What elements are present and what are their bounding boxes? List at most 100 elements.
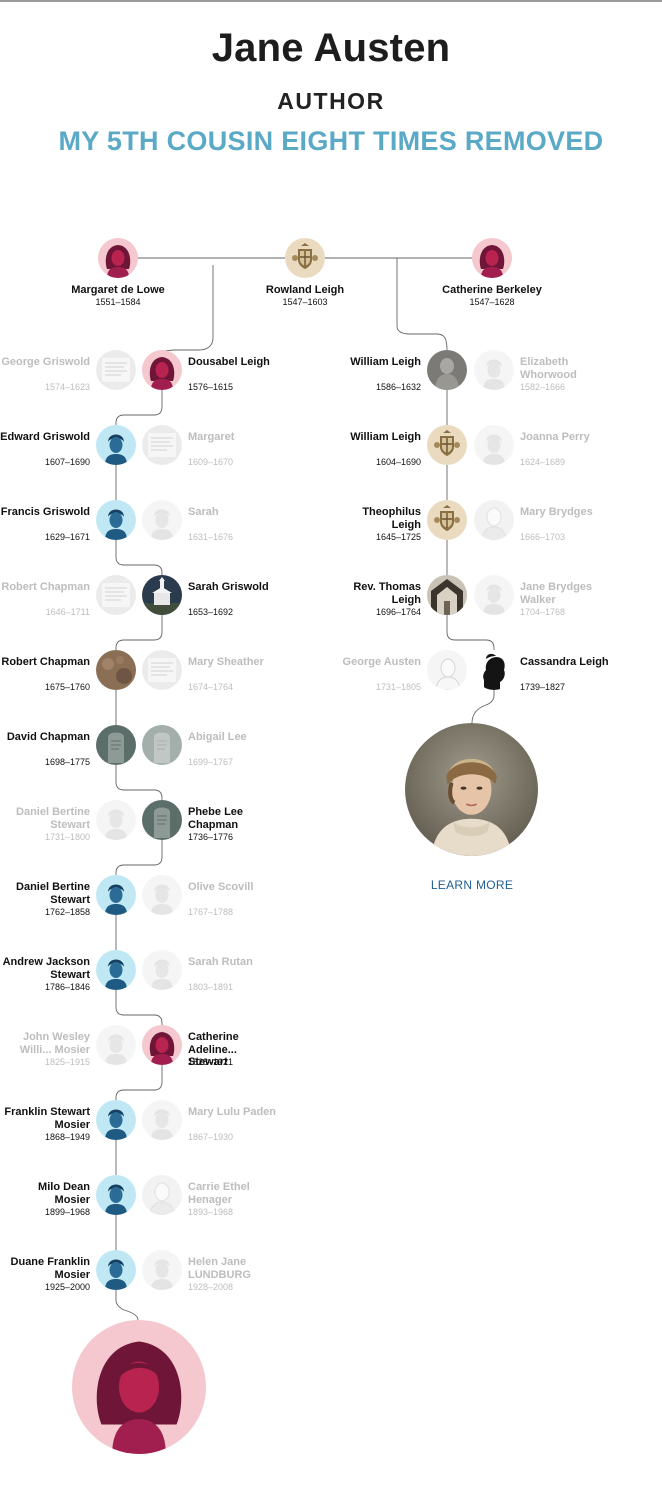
person-years: 1731–1805 <box>375 682 421 692</box>
person-name[interactable]: Catherine Adeline... Stewart <box>188 1031 239 1068</box>
person-years: 1547–1628 <box>469 297 515 307</box>
person-years: 1698–1775 <box>44 757 90 767</box>
gravestone-photo-icon[interactable] <box>96 725 136 765</box>
person-name[interactable]: Cassandra Leigh <box>520 656 609 668</box>
person-years: 1624–1689 <box>520 457 566 467</box>
person-name[interactable]: Rev. Thomas Leigh <box>353 581 421 606</box>
sketch-photo-icon[interactable] <box>474 500 514 540</box>
person-name[interactable]: Duane Franklin Mosier <box>10 1256 90 1281</box>
placeholder-person-icon[interactable] <box>474 350 514 390</box>
placeholder-person-icon[interactable] <box>474 425 514 465</box>
brown-photo-icon[interactable] <box>96 650 136 690</box>
placeholder-person-icon[interactable] <box>142 950 182 990</box>
male-icon[interactable] <box>96 875 136 915</box>
person-name[interactable]: Margaret de Lowe <box>71 284 165 296</box>
male-icon[interactable] <box>96 950 136 990</box>
person-name[interactable]: Rowland Leigh <box>265 284 345 296</box>
document-photo-icon[interactable] <box>96 350 136 390</box>
person-years: 1893–1968 <box>188 1207 234 1217</box>
person-years: 1704–1768 <box>520 607 566 617</box>
person-name[interactable]: Dousabel Leigh <box>188 356 270 368</box>
female-icon[interactable] <box>98 238 138 278</box>
person-years: 1762–1858 <box>44 907 90 917</box>
gravestone-photo-icon[interactable] <box>142 800 182 840</box>
male-icon[interactable] <box>96 500 136 540</box>
person-name[interactable]: William Leigh <box>350 356 421 368</box>
portrait-image <box>405 723 538 856</box>
person-name[interactable]: Helen Jane LUNDBURG <box>188 1256 251 1281</box>
coat-of-arms-icon[interactable] <box>285 238 325 278</box>
female-icon[interactable] <box>472 238 512 278</box>
document-photo-icon[interactable] <box>96 575 136 615</box>
connector-line <box>115 840 163 875</box>
person-name[interactable]: Mary Lulu Paden <box>188 1106 277 1118</box>
person-name[interactable]: Carrie Ethel Henager <box>188 1181 250 1206</box>
person-years: 1868–1949 <box>44 1132 90 1142</box>
person-name[interactable]: Jane Brydges Walker <box>520 581 593 606</box>
male-icon[interactable] <box>96 1100 136 1140</box>
person-name[interactable]: Theophilus Leigh <box>362 506 421 531</box>
person-name[interactable]: Milo Dean Mosier <box>38 1181 90 1206</box>
person-name[interactable]: Abigail Lee <box>188 731 247 743</box>
connector-line <box>446 615 495 650</box>
placeholder-person-icon[interactable] <box>142 1250 182 1290</box>
placeholder-person-icon[interactable] <box>474 575 514 615</box>
sketch-photo-icon[interactable] <box>142 1175 182 1215</box>
person-name[interactable]: Joanna Perry <box>520 431 590 443</box>
person-name[interactable]: Olive Scovill <box>188 881 254 893</box>
person-name[interactable]: George Griswold <box>1 356 90 368</box>
person-name[interactable]: Robert Chapman <box>1 656 90 668</box>
person-name[interactable]: Edward Griswold <box>0 431 90 443</box>
person-name[interactable]: Francis Griswold <box>0 506 90 518</box>
person-years: 1574–1623 <box>44 382 90 392</box>
person-name[interactable]: Mary Sheather <box>188 656 264 668</box>
female-icon[interactable] <box>142 1025 182 1065</box>
person-name[interactable]: Robert Chapman <box>1 581 90 593</box>
male-icon[interactable] <box>96 1175 136 1215</box>
coat-of-arms-icon[interactable] <box>427 425 467 465</box>
person-years: 1582–1666 <box>520 382 566 392</box>
person-name[interactable]: John Wesley Willi... Mosier <box>19 1031 90 1056</box>
male-icon[interactable] <box>96 1250 136 1290</box>
person-name[interactable]: David Chapman <box>6 731 90 743</box>
chapel-photo-icon[interactable] <box>427 575 467 615</box>
person-years: 1925–2000 <box>44 1282 90 1292</box>
placeholder-person-icon[interactable] <box>96 1025 136 1065</box>
person-name[interactable]: Franklin Stewart Mosier <box>4 1106 90 1131</box>
person-name[interactable]: William Leigh <box>350 431 421 443</box>
male-icon[interactable] <box>96 425 136 465</box>
person-name[interactable]: Mary Brydges <box>520 506 593 518</box>
person-name[interactable]: Margaret <box>188 431 235 443</box>
person-name[interactable]: Daniel Bertine Stewart <box>16 806 90 831</box>
person-name[interactable]: Elizabeth Whorwood <box>520 356 577 381</box>
person-name[interactable]: Phebe Lee Chapman <box>188 806 244 831</box>
portrait-sketch-icon[interactable] <box>427 650 467 690</box>
person-name[interactable]: Sarah Rutan <box>188 956 253 968</box>
person-name[interactable]: Catherine Berkeley <box>442 284 542 296</box>
me-avatar[interactable] <box>72 1320 206 1454</box>
placeholder-person-icon[interactable] <box>142 500 182 540</box>
church-photo-icon[interactable] <box>142 575 182 615</box>
statue-photo-icon[interactable] <box>427 350 467 390</box>
silhouette-icon[interactable] <box>474 650 514 690</box>
person-years: 1699–1767 <box>188 757 234 767</box>
coat-of-arms-icon[interactable] <box>427 500 467 540</box>
person-name[interactable]: Andrew Jackson Stewart <box>2 956 90 981</box>
person-name[interactable]: Daniel Bertine Stewart <box>16 881 90 906</box>
female-icon[interactable] <box>142 350 182 390</box>
document-photo-icon[interactable] <box>142 650 182 690</box>
placeholder-person-icon[interactable] <box>142 875 182 915</box>
person-years: 1646–1711 <box>45 607 90 617</box>
document-photo-icon[interactable] <box>142 425 182 465</box>
placeholder-person-icon[interactable] <box>142 1100 182 1140</box>
person-name[interactable]: George Austen <box>342 656 421 668</box>
gravestone-photo-icon[interactable] <box>142 725 182 765</box>
person-name[interactable]: Sarah Griswold <box>188 581 269 593</box>
jane-austen-portrait[interactable] <box>405 723 538 856</box>
person-name[interactable]: Sarah <box>188 506 219 518</box>
learn-more-link[interactable]: LEARN MORE <box>430 878 514 892</box>
placeholder-person-icon[interactable] <box>96 800 136 840</box>
connector-line <box>115 540 163 575</box>
person-years: 1739–1827 <box>520 682 566 692</box>
